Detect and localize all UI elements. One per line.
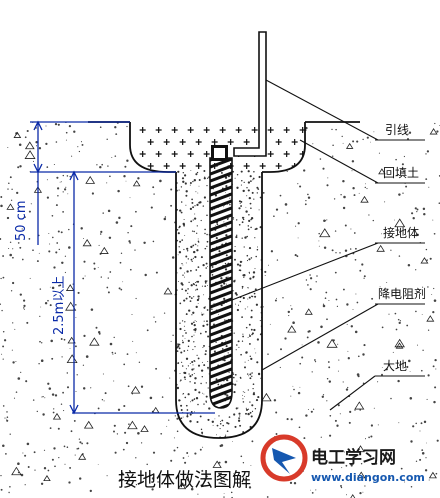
dimension-50cm: 50 cm xyxy=(14,201,29,242)
watermark-url: www.diangon.com xyxy=(311,471,425,484)
label-lead-wire: 引线 xyxy=(385,123,409,137)
watermark-logo: 电工学习网 www.diangon.com xyxy=(260,434,425,484)
leader-lines xyxy=(231,79,425,411)
label-resistance-reducer: 降电阻剂 xyxy=(378,286,426,301)
lead-wire xyxy=(233,31,267,157)
borehole-outline xyxy=(175,172,263,439)
label-electrode: 接地体 xyxy=(383,225,419,240)
label-earth: 大地 xyxy=(383,359,407,373)
logo-bolt-icon xyxy=(272,448,296,474)
grounding-rod xyxy=(209,157,233,409)
watermark-name: 电工学习网 xyxy=(311,447,396,468)
dimension-lines xyxy=(30,120,215,415)
label-backfill: 回填土 xyxy=(383,166,419,180)
diagram-title: 接地体做法图解 xyxy=(118,469,251,491)
dimension-2-5m: 2.5m以上 xyxy=(52,276,67,335)
